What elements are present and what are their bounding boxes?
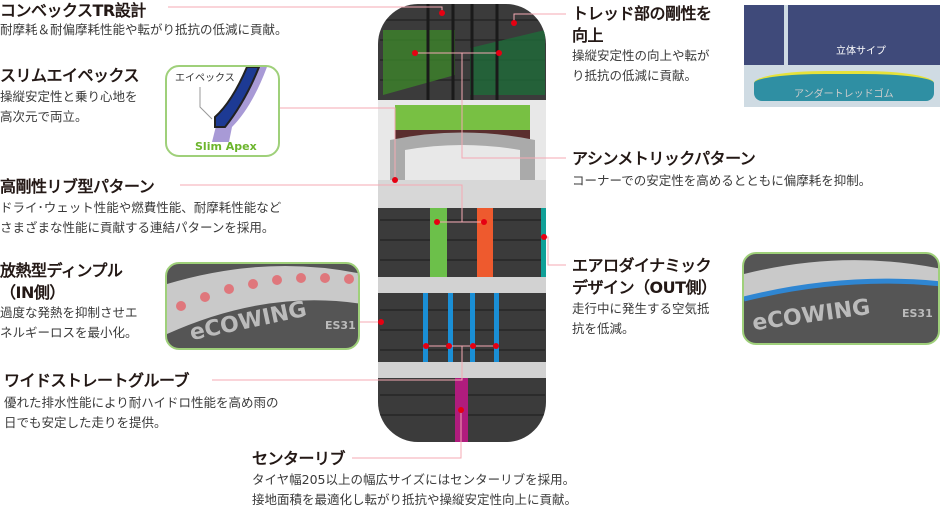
tread-title-2: 向上 bbox=[572, 26, 604, 45]
aero-title: エアロダイナミック bbox=[572, 256, 712, 275]
aero-inset: eCOWING ES31 bbox=[742, 252, 940, 345]
aero-title-2: デザイン（OUT側） bbox=[572, 278, 717, 297]
convex-title: コンベックスTR設計 bbox=[0, 1, 146, 20]
sipe-label: 立体サイプ bbox=[836, 46, 886, 57]
model-name: ES31 bbox=[325, 319, 356, 332]
slim-apex-caption: Slim Apex bbox=[195, 140, 257, 153]
undertread-label: アンダートレッドゴム bbox=[794, 89, 894, 100]
slim-apex-desc: 操縦安定性と乗り心地を bbox=[0, 89, 138, 104]
tread-desc: 操縦安定性の向上や転が bbox=[572, 48, 710, 63]
leader-lines bbox=[168, 6, 566, 459]
slim-apex-inset: エイペックス Slim Apex bbox=[165, 65, 280, 157]
asym-desc: コーナーでの安定性を高めるとともに偏摩耗を抑制。 bbox=[572, 173, 872, 188]
dimple-title: 放熱型ディンプル bbox=[0, 261, 123, 280]
center-rib-desc: 接地面積を最適化し転がり抵抗や操縦安定性向上に貢献。 bbox=[252, 492, 578, 507]
center-rib-title: センターリブ bbox=[252, 449, 346, 468]
dimple-desc: ネルギーロスを最小化。 bbox=[0, 325, 138, 340]
tread-inset: 立体サイプ アンダートレッドゴム bbox=[744, 5, 940, 107]
asym-title: アシンメトリックパターン bbox=[572, 149, 756, 168]
slim-apex-title: スリムエイペックス bbox=[0, 66, 140, 85]
center-rib-desc: タイヤ幅205以上の幅広サイズにはセンターリブを採用。 bbox=[252, 472, 576, 487]
dimple-desc: 過度な発熱を抑制させエ bbox=[0, 305, 138, 320]
dimple-inset: eCOWING ES31 bbox=[165, 262, 360, 350]
groove-title: ワイドストレートグルーブ bbox=[4, 371, 190, 390]
rib-title: 高剛性リブ型パターン bbox=[0, 177, 155, 196]
apex-label: エイペックス bbox=[175, 73, 235, 84]
groove-desc: 日でも安定した走りを提供。 bbox=[4, 415, 167, 430]
groove-desc: 優れた排水性能により耐ハイドロ性能を高め雨の bbox=[4, 395, 279, 410]
rib-desc: ドライ･ウェット性能や燃費性能、耐摩耗性能など bbox=[0, 200, 282, 215]
aero-desc: 抗を低減。 bbox=[572, 321, 635, 336]
rib-desc: さまざまな性能に貢献する連結パターンを採用。 bbox=[0, 220, 275, 235]
aero-desc: 走行中に発生する空気抵 bbox=[572, 301, 710, 316]
slim-apex-desc: 高次元で両立。 bbox=[0, 109, 88, 124]
tread-title: トレッド部の剛性を bbox=[572, 4, 712, 23]
convex-desc: 耐摩耗＆耐偏摩耗性能や転がり抵抗の低減に貢献。 bbox=[0, 22, 288, 37]
model-name: ES31 bbox=[902, 307, 933, 320]
marker-dots bbox=[378, 10, 547, 413]
dimple-title-2: （IN側） bbox=[0, 283, 65, 302]
tread-desc: り抵抗の低減に貢献。 bbox=[572, 68, 698, 83]
